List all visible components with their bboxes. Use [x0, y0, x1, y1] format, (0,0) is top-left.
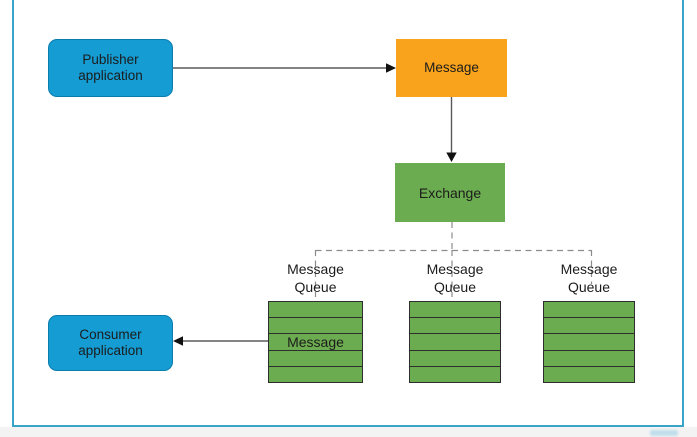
queue-1-row-message: Message [269, 333, 362, 350]
publisher-application-node: Publisher application [48, 39, 173, 97]
queue-2 [409, 301, 501, 383]
message-label: Message [424, 60, 479, 75]
queue-1: Message [268, 301, 363, 383]
queue-3-row [544, 333, 634, 349]
queue-3 [543, 301, 635, 383]
exchange-node: Exchange [395, 163, 505, 222]
queue-3-label: Message Queue [560, 261, 618, 295]
queue-1-row [269, 302, 362, 317]
queue-2-label: Message Queue [426, 261, 484, 295]
below-slide-area [0, 427, 697, 437]
consumer-application-label: Consumer application [78, 327, 143, 358]
queue-2-row [410, 365, 500, 382]
exchange-label: Exchange [418, 184, 482, 201]
queue-3-row [544, 317, 634, 333]
queue-1-row [269, 366, 362, 382]
slide-border [12, 0, 684, 427]
consumer-application-node: Consumer application [48, 315, 173, 371]
queue-3-row [544, 365, 634, 382]
queue-3-row [544, 349, 634, 366]
queue-1-row [269, 350, 362, 366]
message-node: Message [396, 39, 507, 97]
publisher-application-label: Publisher application [78, 52, 143, 83]
queue-1-message-label: Message [287, 334, 344, 350]
queue-2-row [410, 333, 500, 349]
queue-1-label: Message Queue [287, 261, 344, 295]
queue-2-row [410, 349, 500, 366]
queue-3-row [544, 302, 634, 317]
queue-1-row [269, 317, 362, 333]
bottom-right-artifact [650, 430, 678, 436]
queue-2-row [410, 317, 500, 333]
queue-2-row [410, 302, 500, 317]
